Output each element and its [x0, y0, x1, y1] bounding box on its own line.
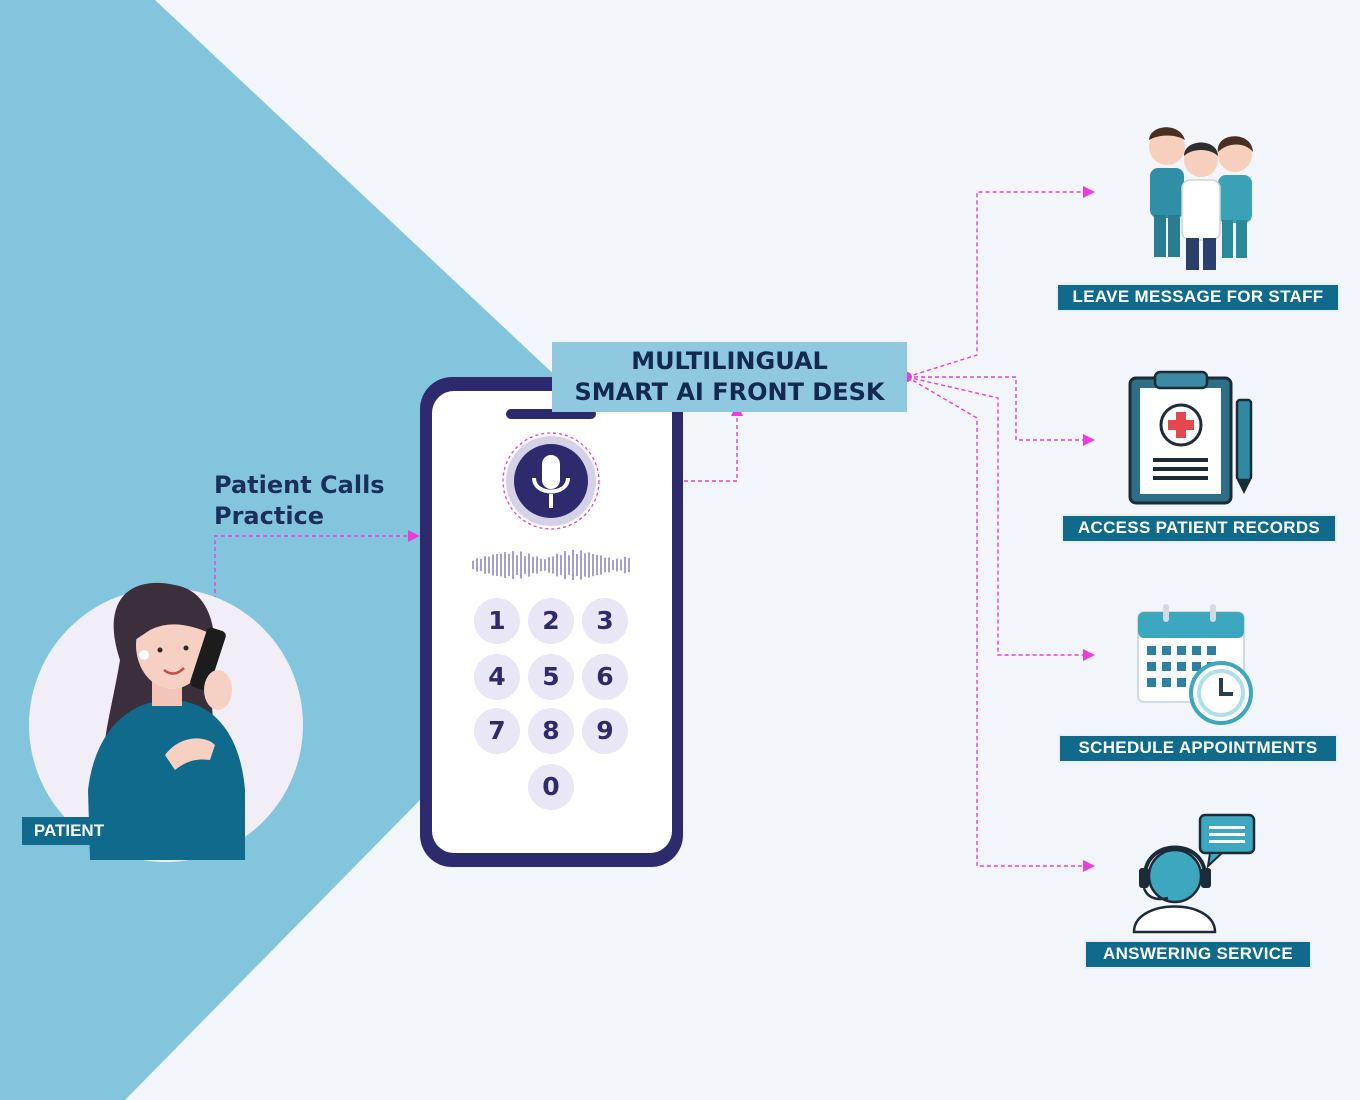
- waveform-bar: [544, 559, 546, 571]
- keypad-key-3[interactable]: 3: [582, 598, 628, 644]
- waveform-bar: [556, 553, 558, 577]
- medical-staff-icon: [1149, 127, 1253, 270]
- waveform-bar: [580, 550, 582, 580]
- calendar-clock-icon: [1137, 604, 1253, 725]
- service-label-text: SCHEDULE APPOINTMENTS: [1078, 738, 1318, 757]
- service-label-text: LEAVE MESSAGE FOR STAFF: [1072, 287, 1324, 306]
- calendar-day-cell: [1192, 662, 1201, 671]
- waveform-bar: [516, 555, 518, 575]
- waveform-bar: [512, 551, 514, 579]
- waveform-bar: [572, 549, 574, 581]
- waveform-bar: [520, 551, 522, 579]
- waveform-bar: [524, 556, 526, 574]
- waveform-bar: [528, 553, 530, 577]
- waveform-bar: [564, 551, 566, 579]
- waveform-bar: [548, 557, 550, 573]
- patient-calls-callout: Patient Calls Practice: [214, 470, 385, 532]
- waveform-bar: [496, 554, 498, 576]
- keypad-key-1[interactable]: 1: [474, 598, 520, 644]
- waveform-bar: [568, 555, 570, 575]
- callout-line-2: Practice: [214, 502, 325, 530]
- patient-illustration: [29, 582, 303, 862]
- clipboard-icon: [1128, 370, 1253, 505]
- waveform-bar: [492, 554, 494, 576]
- service-label-answering: ANSWERING SERVICE: [1084, 940, 1312, 969]
- patient-label: PATIENT: [22, 817, 116, 845]
- calendar-day-cell: [1147, 646, 1156, 655]
- waveform-bar: [584, 553, 586, 577]
- title-line-2: SMART AI FRONT DESK: [574, 378, 885, 406]
- waveform-bar: [600, 555, 602, 575]
- keypad-key-6[interactable]: 6: [582, 654, 628, 700]
- waveform-bar: [480, 558, 482, 572]
- waveform-bar: [576, 554, 578, 576]
- waveform-bar: [624, 556, 626, 574]
- headset-agent-icon: [1132, 813, 1256, 934]
- waveform-bar: [560, 555, 562, 575]
- calendar-day-cell: [1147, 678, 1156, 687]
- keypad-key-2[interactable]: 2: [528, 598, 574, 644]
- waveform-bar: [620, 559, 622, 571]
- waveform-bar: [508, 553, 510, 577]
- service-label-text: ANSWERING SERVICE: [1103, 944, 1293, 963]
- calendar-day-cell: [1147, 662, 1156, 671]
- waveform-bar: [532, 556, 534, 574]
- connector-to-staff: [906, 186, 1095, 378]
- connector-patient-to-phone: [214, 530, 420, 600]
- waveform-bar: [488, 556, 490, 574]
- calendar-day-cell: [1177, 646, 1186, 655]
- waveform-bar: [536, 556, 538, 574]
- title-box: MULTILINGUAL SMART AI FRONT DESK: [552, 342, 907, 412]
- calendar-day-cell: [1177, 678, 1186, 687]
- waveform-bar: [628, 557, 630, 573]
- keypad-key-8[interactable]: 8: [528, 708, 574, 754]
- audio-waveform: [472, 549, 630, 581]
- connector-to-records: [907, 376, 1095, 446]
- mic-ring: [502, 432, 600, 530]
- keypad-key-7[interactable]: 7: [474, 708, 520, 754]
- calendar-day-cell: [1192, 646, 1201, 655]
- calendar-day-cell: [1162, 646, 1171, 655]
- calendar-day-cell: [1207, 646, 1216, 655]
- waveform-bar: [592, 553, 594, 577]
- keypad-key-9[interactable]: 9: [582, 708, 628, 754]
- waveform-bar: [476, 558, 478, 572]
- waveform-bar: [500, 553, 502, 577]
- waveform-bar: [472, 560, 474, 570]
- service-label-schedule: SCHEDULE APPOINTMENTS: [1058, 734, 1338, 763]
- service-label-text: ACCESS PATIENT RECORDS: [1077, 518, 1321, 537]
- keypad-key-0[interactable]: 0: [528, 764, 574, 810]
- waveform-bar: [540, 558, 542, 572]
- keypad-key-5[interactable]: 5: [528, 654, 574, 700]
- waveform-bar: [616, 558, 618, 572]
- waveform-bar: [588, 552, 590, 578]
- service-label-leave-message: LEAVE MESSAGE FOR STAFF: [1056, 283, 1340, 312]
- waveform-bar: [604, 557, 606, 573]
- calendar-day-cell: [1162, 678, 1171, 687]
- waveform-bar: [484, 556, 486, 574]
- service-label-patient-records: ACCESS PATIENT RECORDS: [1061, 514, 1337, 543]
- waveform-bar: [608, 557, 610, 573]
- title-line-1: MULTILINGUAL: [631, 347, 828, 375]
- waveform-bar: [596, 554, 598, 576]
- connector-to-answering: [906, 376, 1095, 872]
- calendar-day-cell: [1177, 662, 1186, 671]
- calendar-day-cell: [1162, 662, 1171, 671]
- keypad-key-4[interactable]: 4: [474, 654, 520, 700]
- waveform-bar: [504, 552, 506, 578]
- waveform-bar: [552, 556, 554, 574]
- waveform-bar: [612, 560, 614, 570]
- callout-line-1: Patient Calls: [214, 471, 385, 499]
